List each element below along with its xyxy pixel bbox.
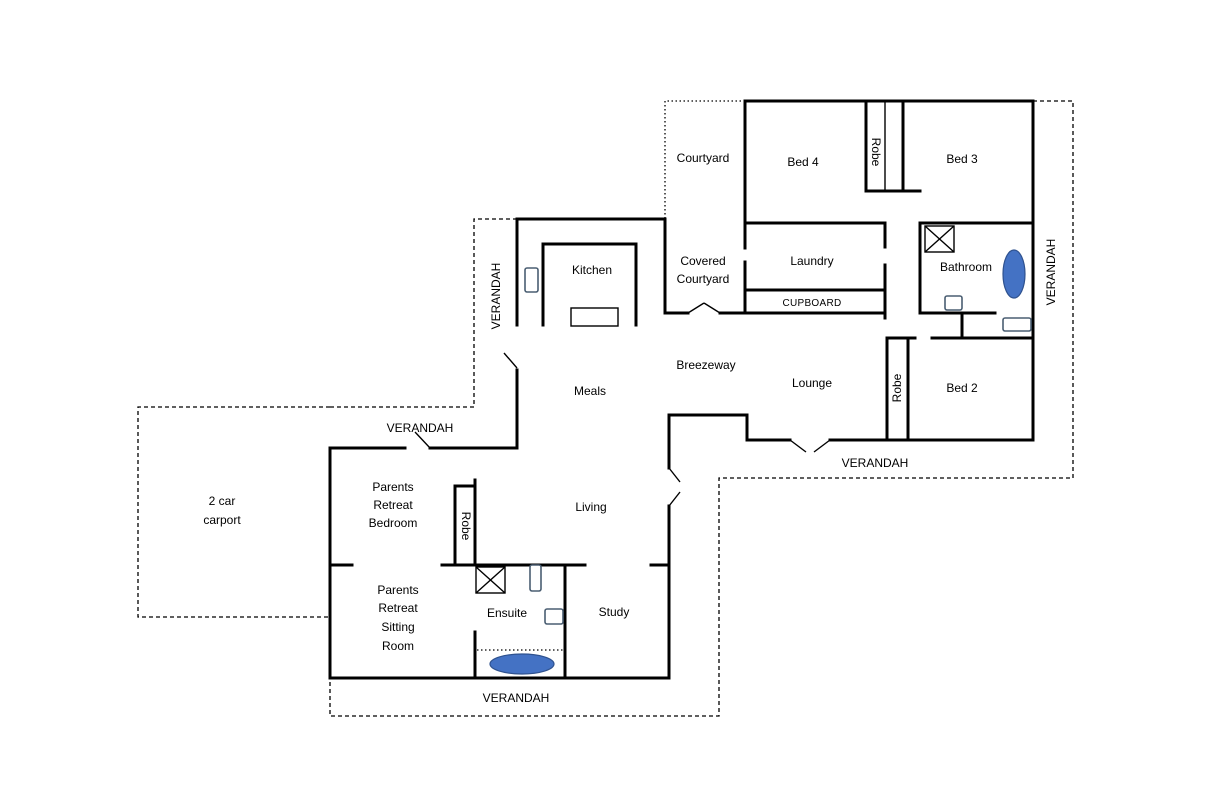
label-robe-parents: Robe <box>459 512 473 541</box>
vanity-icon <box>1002 317 1032 332</box>
door-swing <box>813 439 831 453</box>
label-carport-2: carport <box>203 513 241 527</box>
bathtub-icon <box>489 653 555 675</box>
label-robe-bed2: Robe <box>890 373 904 402</box>
door-swing <box>503 352 518 369</box>
toilet-icon <box>544 608 564 625</box>
shower-icon <box>475 566 506 594</box>
label-bathroom: Bathroom <box>940 260 992 274</box>
verandah-labels: VERANDAH VERANDAH VERANDAH VERANDAH VERA… <box>387 239 1059 705</box>
shower-icon <box>924 225 955 253</box>
label-verandah-south: VERANDAH <box>483 691 550 705</box>
bathtub-icon <box>1002 249 1026 299</box>
kitchen-sink-icon <box>524 267 539 293</box>
vanity-icon <box>529 564 542 592</box>
label-covered-courtyard-2: Courtyard <box>677 272 730 286</box>
label-parents-sitting-4: Room <box>382 639 414 653</box>
label-verandah-west: VERANDAH <box>489 263 503 330</box>
label-parents-sitting-3: Sitting <box>381 620 414 634</box>
label-breezeway: Breezeway <box>676 358 735 372</box>
east-verandah-outline <box>329 100 1074 717</box>
doors <box>414 302 831 507</box>
label-bed4: Bed 4 <box>787 155 819 169</box>
room-labels: Courtyard Bed 4 Robe Bed 3 Kitchen Cover… <box>203 138 992 653</box>
label-robe-top: Robe <box>869 138 883 167</box>
fixtures <box>475 225 1032 675</box>
carport-outline <box>137 406 330 618</box>
label-courtyard: Courtyard <box>677 151 730 165</box>
label-verandah-east: VERANDAH <box>1044 239 1058 306</box>
label-cupboard: CUPBOARD <box>782 298 841 309</box>
label-study: Study <box>599 605 630 619</box>
label-parents-bedroom-1: Parents <box>372 480 413 494</box>
label-verandah-carport-side: VERANDAH <box>387 421 454 435</box>
outdoor-outlines <box>137 100 1074 717</box>
label-laundry: Laundry <box>790 254 833 268</box>
toilet-icon <box>944 295 963 311</box>
label-parents-bedroom-3: Bedroom <box>369 516 418 530</box>
label-meals: Meals <box>574 384 606 398</box>
label-kitchen: Kitchen <box>572 263 612 277</box>
door-swing <box>414 431 431 449</box>
label-parents-bedroom-2: Retreat <box>373 498 413 512</box>
door-swing <box>668 467 681 483</box>
kitchen-island-icon <box>570 307 619 327</box>
door-swing <box>703 302 721 314</box>
walls <box>328 99 1035 680</box>
label-parents-sitting-1: Parents <box>377 583 418 597</box>
west-verandah-outline <box>330 218 517 408</box>
door-swing <box>687 302 705 314</box>
label-living: Living <box>575 500 606 514</box>
label-bed2: Bed 2 <box>946 381 978 395</box>
label-lounge: Lounge <box>792 376 832 390</box>
door-swing <box>789 439 807 453</box>
label-verandah-south-east: VERANDAH <box>842 456 909 470</box>
label-bed3: Bed 3 <box>946 152 978 166</box>
label-carport-1: 2 car <box>209 494 236 508</box>
courtyard-outline <box>664 100 745 219</box>
door-swing <box>668 491 681 507</box>
label-parents-sitting-2: Retreat <box>378 601 418 615</box>
label-covered-courtyard-1: Covered <box>680 254 725 268</box>
label-ensuite: Ensuite <box>487 606 527 620</box>
